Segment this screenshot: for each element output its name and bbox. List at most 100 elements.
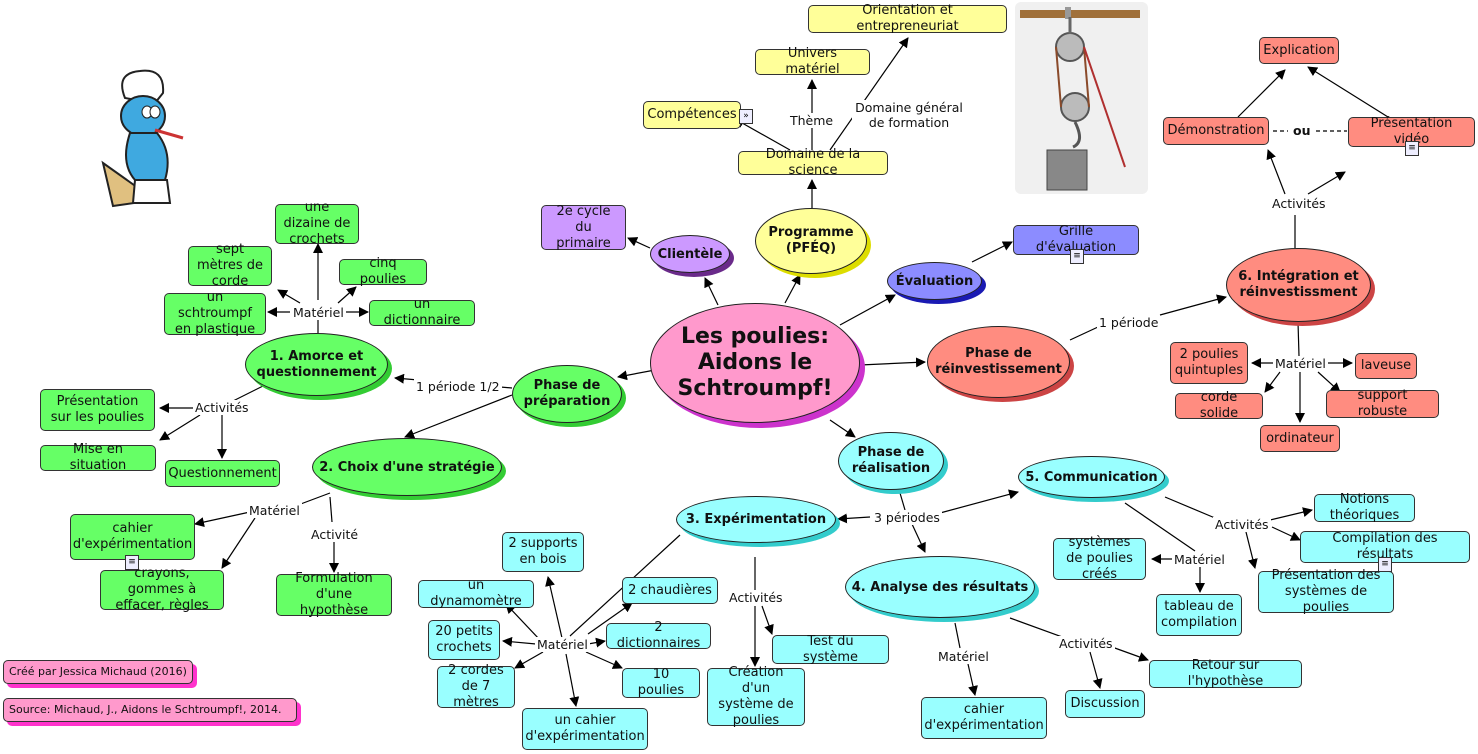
univers-label: Univers matériel [785, 46, 840, 77]
comm-activite-text: Notions théoriques [1329, 492, 1400, 523]
integ-materiel-item[interactable]: laveuse [1355, 353, 1417, 379]
comm-activite-text: Compilation des résultats [1332, 531, 1438, 562]
comm-materiel-item[interactable]: tableau de compilation [1156, 594, 1242, 636]
competences-label: Compétences [647, 107, 737, 122]
pulley-photo [1015, 2, 1148, 194]
phase-preparation-node[interactable]: Phase de préparation [512, 365, 622, 423]
amorce-activite-item[interactable]: Mise en situation [40, 442, 156, 473]
exp-materiel-item[interactable]: un dynamomètre [418, 578, 534, 609]
exp-materiel-text: 20 petits crochets [435, 624, 493, 655]
amorce-activite-text: Questionnement [168, 465, 277, 481]
phase-reinvestissement-node[interactable]: Phase de réinvestissement [927, 326, 1070, 398]
comm-materiel-label: Matériel [1172, 552, 1227, 567]
central-topic[interactable]: Les poulies: Aidons le Schtroumpf! [650, 303, 860, 423]
amorce-materiel-item[interactable]: sept mètres de corde [188, 242, 272, 289]
competences-node[interactable]: Compétences [643, 101, 741, 129]
demonstration-node[interactable]: Démonstration [1163, 117, 1269, 145]
grille-label: Grille d'évaluation [1035, 224, 1117, 255]
amorce-materiel-text: un schtroumpf en plastique [174, 290, 256, 337]
amorce-materiel-item[interactable]: un dictionnaire [369, 297, 475, 328]
choix-node[interactable]: 2. Choix d'une stratégie [312, 438, 502, 496]
choix-materiel-item[interactable]: crayons, gommes à effacer, règles [100, 566, 224, 613]
exp-materiel-item[interactable]: 2 chaudières [622, 577, 718, 604]
exp-materiel-item[interactable]: 2 supports en bois [502, 532, 584, 572]
expand-icon[interactable]: » [739, 109, 753, 124]
amorce-materiel-text: cinq poulies [359, 256, 407, 287]
amorce-activite-item[interactable]: Présentation sur les poulies [40, 389, 155, 431]
comm-materiel-text: tableau de compilation [1160, 599, 1238, 630]
experimentation-node[interactable]: 3. Expérimentation [676, 496, 836, 543]
integ-materiel-item[interactable]: ordinateur [1260, 425, 1340, 452]
amorce-activite-item[interactable]: Questionnement [165, 460, 280, 487]
analyse-node[interactable]: 4. Analyse des résultats [845, 556, 1035, 618]
integ-activites-label: Activités [1270, 196, 1328, 211]
exp-materiel-item[interactable]: 2 dictionnaires [606, 620, 711, 651]
explication-node[interactable]: Explication [1259, 37, 1339, 64]
cycle-node[interactable]: 2e cycle du primaire [541, 203, 626, 251]
video-node[interactable]: Présentation vidéo [1348, 116, 1475, 147]
exp-materiel-text: 10 poulies [637, 667, 685, 698]
choix-label: 2. Choix d'une stratégie [319, 459, 495, 475]
exp-activite-item[interactable]: Création d'un système de poulies [707, 665, 805, 728]
exp-materiel-text: un cahier d'expérimentation [525, 713, 645, 744]
demonstration-label: Démonstration [1167, 123, 1265, 138]
programme-label: Programme (PFÉQ) [768, 225, 854, 256]
orientation-label: Orientation et entrepreneuriat [856, 3, 959, 34]
source-text: Source: Michaud, J., Aidons le Schtroump… [9, 703, 282, 716]
integration-node[interactable]: 6. Intégration et réinvestissment [1226, 248, 1371, 322]
programme-node[interactable]: Programme (PFÉQ) [755, 208, 867, 274]
phase-realisation-node[interactable]: Phase de réalisation [838, 432, 944, 490]
exp-activite-item[interactable]: Test du système [772, 633, 889, 665]
note-icon[interactable]: ≡ [1405, 141, 1419, 156]
video-label: Présentation vidéo [1370, 116, 1453, 147]
evaluation-node[interactable]: Évaluation [887, 262, 982, 300]
analyse-activites-label: Activités [1057, 636, 1115, 651]
comm-activite-item[interactable]: Présentation des systèmes de poulies [1258, 568, 1394, 615]
univers-node[interactable]: Univers matériel [755, 46, 870, 77]
theme-label: Thème [788, 113, 836, 128]
choix-materiel-item[interactable]: cahier d'expérimentation [70, 514, 195, 560]
amorce-node[interactable]: 1. Amorce et questionnement [245, 333, 388, 396]
note-icon[interactable]: ≡ [1070, 249, 1084, 264]
note-icon[interactable]: ≡ [125, 555, 139, 570]
integ-materiel-item[interactable]: 2 poulies quintuples [1170, 342, 1248, 384]
choix-materiel-text: crayons, gommes à effacer, règles [115, 566, 209, 613]
analyse-materiel-text: cahier d'expérimentation [924, 702, 1044, 733]
amorce-materiel-item[interactable]: une dizaine de crochets [275, 200, 359, 247]
integ-materiel-item[interactable]: support robuste [1326, 388, 1439, 419]
exp-materiel-text: 2 dictionnaires [616, 620, 701, 651]
hypothese-label: Formulation d'une hypothèse [295, 571, 373, 618]
communication-node[interactable]: 5. Communication [1018, 456, 1165, 498]
exp-materiel-label: Matériel [535, 637, 590, 652]
exp-materiel-text: 2 supports en bois [508, 536, 578, 567]
domaine-science-node[interactable]: Domaine de la science [738, 147, 888, 178]
exp-materiel-item[interactable]: 10 poulies [622, 667, 700, 698]
integ-materiel-text: support robuste [1357, 388, 1408, 419]
cycle-label: 2e cycle du primaire [556, 203, 611, 251]
analyse-materiel-label: Matériel [936, 649, 991, 664]
clientele-node[interactable]: Clientèle [650, 235, 730, 273]
periode-prep-label: 1 période 1/2 [414, 379, 502, 394]
amorce-label: 1. Amorce et questionnement [256, 348, 377, 380]
integ-materiel-text: laveuse [1360, 358, 1412, 373]
analyse-label: 4. Analyse des résultats [851, 579, 1029, 595]
domaine-science-label: Domaine de la science [765, 147, 861, 178]
amorce-materiel-item[interactable]: cinq poulies [339, 256, 427, 287]
hypothese-node[interactable]: Formulation d'une hypothèse [276, 571, 392, 618]
comm-materiel-item[interactable]: systèmes de poulies créés [1053, 535, 1146, 582]
analyse-activite-item[interactable]: Retour sur l'hypothèse [1149, 658, 1302, 689]
comm-activite-item[interactable]: Notions théoriques [1314, 492, 1415, 523]
orientation-node[interactable]: Orientation et entrepreneuriat [808, 3, 1007, 34]
comm-activite-item[interactable]: Compilation des résultats [1300, 531, 1470, 563]
exp-materiel-item[interactable]: 2 cordes de 7 mètres [437, 663, 515, 710]
analyse-materiel-item[interactable]: cahier d'expérimentation [921, 697, 1047, 739]
amorce-activite-text: Mise en situation [69, 442, 127, 473]
clientele-label: Clientèle [657, 246, 723, 262]
integ-materiel-item[interactable]: corde solide [1175, 390, 1263, 421]
exp-materiel-item[interactable]: un cahier d'expérimentation [522, 708, 648, 750]
analyse-activite-item[interactable]: Discussion [1065, 690, 1145, 718]
exp-activite-text: Test du système [803, 633, 858, 665]
exp-materiel-text: un dynamomètre [430, 578, 522, 609]
amorce-materiel-item[interactable]: un schtroumpf en plastique [164, 290, 266, 337]
exp-materiel-item[interactable]: 20 petits crochets [428, 620, 500, 660]
